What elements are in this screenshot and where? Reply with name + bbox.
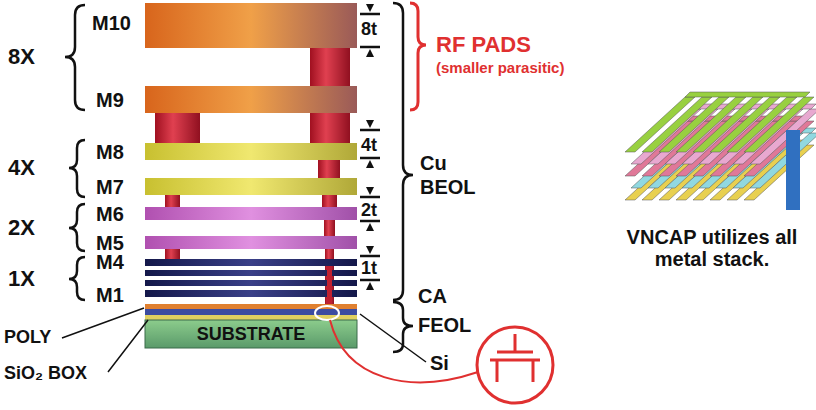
- group-label: 1X: [8, 267, 35, 291]
- metal-label: M7: [96, 176, 124, 198]
- metal-label: M6: [96, 203, 124, 225]
- group-label: 4X: [8, 156, 35, 180]
- metal-label: M10: [92, 12, 131, 34]
- thickness-label: 8t: [361, 20, 377, 40]
- vncap-picture: [625, 92, 816, 210]
- thickness-label: 1t: [361, 259, 377, 279]
- contact-label: CA: [418, 285, 447, 307]
- caption-note: VNCAP utilizes all metal stack.: [612, 226, 812, 270]
- layer-label: POLY: [4, 328, 51, 348]
- metal-label: M9: [96, 89, 124, 111]
- layer-label: SiO₂ BOX: [4, 364, 87, 384]
- metal-label: M4: [96, 251, 124, 273]
- feol-label: FEOL: [418, 314, 471, 336]
- group-label: 8X: [8, 45, 35, 69]
- thickness-label: 4t: [361, 136, 377, 156]
- thickness-label: 2t: [361, 201, 377, 221]
- metal-label: M8: [96, 141, 124, 163]
- note-label: (smaller parasitic): [436, 60, 564, 77]
- layer-label: SUBSTRATE: [197, 324, 306, 345]
- group-label: 2X: [8, 216, 35, 240]
- substrate-layer: SUBSTRATE: [145, 320, 357, 348]
- metal-label: M1: [96, 284, 124, 306]
- beol-label: BEOL: [420, 176, 476, 198]
- layer-label: Si: [430, 352, 449, 374]
- beol-label: Cu: [420, 152, 447, 174]
- rf-pads-label: RF PADS: [436, 33, 531, 57]
- metal-label: M5: [96, 232, 124, 254]
